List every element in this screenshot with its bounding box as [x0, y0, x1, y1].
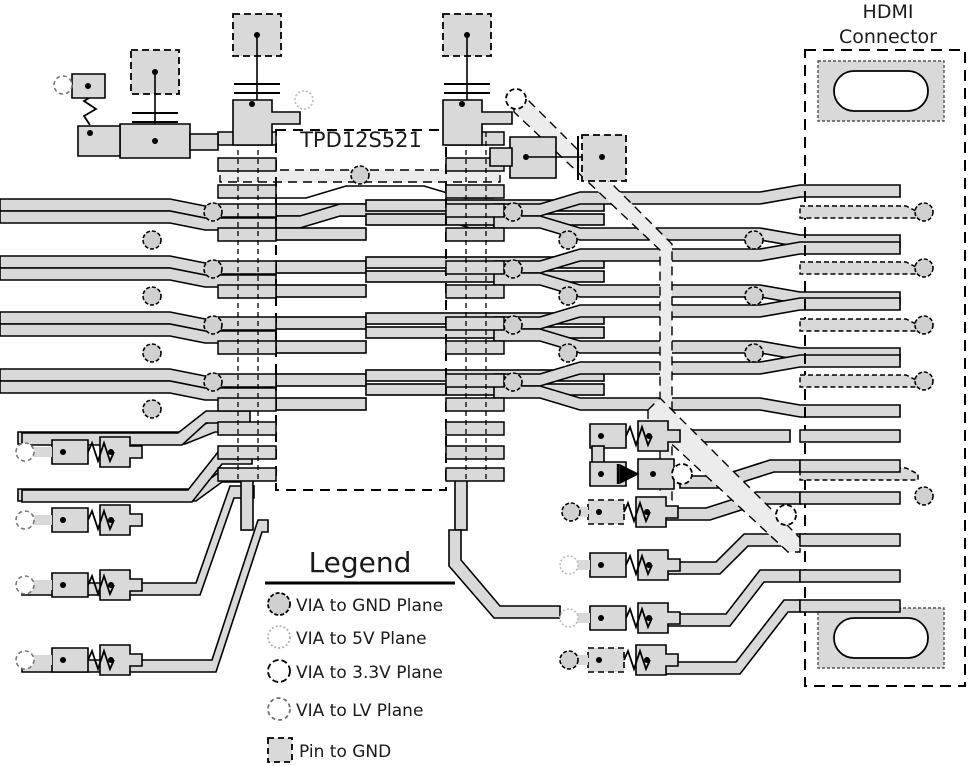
legend-item-via-5v: VIA to 5V Plane: [267, 625, 427, 649]
via-to-5v-plane-r7: [559, 555, 579, 575]
legend-item-pin-gnd: Pin to GND: [267, 737, 391, 763]
via-to-gnd-plane-10: [142, 286, 162, 306]
via-to-gnd-plane-12: [142, 399, 162, 419]
via-to-gnd-plane-2: [203, 259, 223, 279]
legend-label-3: VIA to LV Plane: [296, 701, 423, 721]
via-to-gnd-plane-18: [744, 343, 764, 363]
via-lv-icon: [267, 697, 291, 721]
via-to-gnd-plane-13: [558, 230, 578, 250]
via-to-lv-plane-r3: [15, 575, 35, 595]
pin-gnd-icon: [267, 737, 293, 763]
via-to-gnd-plane-5: [503, 202, 523, 222]
legend-label-0: VIA to GND Plane: [296, 596, 443, 616]
via-to-gnd-plane-c3: [914, 315, 934, 335]
legend-item-via-3v3: VIA to 3.3V Plane: [267, 659, 443, 683]
via-to-gnd-plane-4: [203, 372, 223, 392]
hdmi-connector: HDMI Connector: [799, 1, 966, 687]
via-to-3v3-plane-2: [671, 463, 693, 485]
right-component-cluster: [559, 420, 797, 676]
resistor-left-4: [15, 644, 143, 676]
via-to-gnd-plane-1: [203, 202, 223, 222]
via-to-gnd-plane-c5: [914, 486, 934, 506]
via-gnd-icon: [267, 592, 291, 616]
legend-item-via-gnd: VIA to GND Plane: [267, 592, 443, 616]
resistor-right-1: [589, 420, 681, 452]
chip-tpd12s521: TPD12S521: [275, 128, 447, 491]
chip-top-decoupling: [232, 13, 527, 146]
power-pad-1: [232, 99, 301, 146]
via-to-gnd-plane-c2: [914, 258, 934, 278]
via-to-gnd-plane-16: [744, 230, 764, 250]
via-to-gnd-plane-19: [350, 165, 370, 185]
via-to-gnd-plane-8: [503, 372, 523, 392]
via-to-lv-plane-r4: [15, 650, 35, 670]
chip-outline: [275, 129, 447, 491]
via-to-gnd-plane-17: [744, 286, 764, 306]
connector-label-line2: Connector: [839, 26, 937, 48]
connector-pin-stubs: [799, 429, 901, 613]
decoupling-network-right: [489, 134, 627, 182]
connector-label-line1: HDMI: [863, 1, 914, 23]
diode-triangle: [619, 463, 640, 485]
legend-label-4: Pin to GND: [299, 742, 391, 762]
diode-right-1: [589, 458, 693, 490]
left-resistor-bank: [15, 436, 143, 676]
via-to-gnd-plane-14: [558, 286, 578, 306]
via-5v-icon: [267, 625, 291, 649]
via-to-5v-plane-1: [294, 90, 314, 110]
via-3v3-icon: [267, 659, 291, 683]
connector-outline: [804, 49, 966, 687]
via-to-5v-plane-r8: [559, 608, 579, 628]
via-to-3v3-plane-1: [505, 88, 527, 110]
via-to-gnd-plane-6: [503, 259, 523, 279]
legend: Legend VIA to GND Plane VIA to 5V Plane …: [265, 546, 455, 763]
via-to-gnd-plane-r6: [561, 502, 581, 522]
resistor-left-1: [15, 436, 143, 468]
legend-title: Legend: [309, 546, 412, 579]
via-to-gnd-plane-11: [142, 343, 162, 363]
via-to-gnd-plane-c4: [914, 371, 934, 391]
via-to-gnd-plane-9: [142, 230, 162, 250]
resistor-left-2: [15, 504, 143, 536]
connector-mounting-pad-bottom: [817, 607, 945, 669]
legend-item-via-lv: VIA to LV Plane: [267, 697, 423, 721]
power-pad-2: [442, 99, 513, 146]
legend-label-2: VIA to 3.3V Plane: [296, 663, 443, 683]
resistor-right-5: [559, 644, 679, 676]
via-to-gnd-plane-c1: [914, 202, 934, 222]
via-to-3v3-plane-3: [775, 504, 797, 526]
via-to-lv-plane-r1: [15, 442, 35, 462]
resistor-left-3: [15, 569, 143, 601]
via-to-gnd-plane-7: [503, 315, 523, 335]
via-to-gnd-plane-3: [203, 315, 223, 335]
resistor-right-2: [561, 496, 679, 528]
via-to-gnd-plane-15: [558, 343, 578, 363]
chip-u1-pads: [217, 131, 505, 482]
resistor-right-3: [559, 549, 681, 581]
via-to-gnd-plane-r9: [559, 650, 579, 670]
chip-label: TPD12S521: [299, 128, 422, 152]
legend-label-1: VIA to 5V Plane: [296, 629, 427, 649]
resistor-right-4: [559, 602, 681, 634]
via-to-lv-plane: [53, 75, 73, 95]
connector-mounting-pad-top: [817, 60, 945, 122]
via-to-lv-plane-r2: [15, 510, 35, 530]
decoupling-network-left: [53, 49, 219, 159]
